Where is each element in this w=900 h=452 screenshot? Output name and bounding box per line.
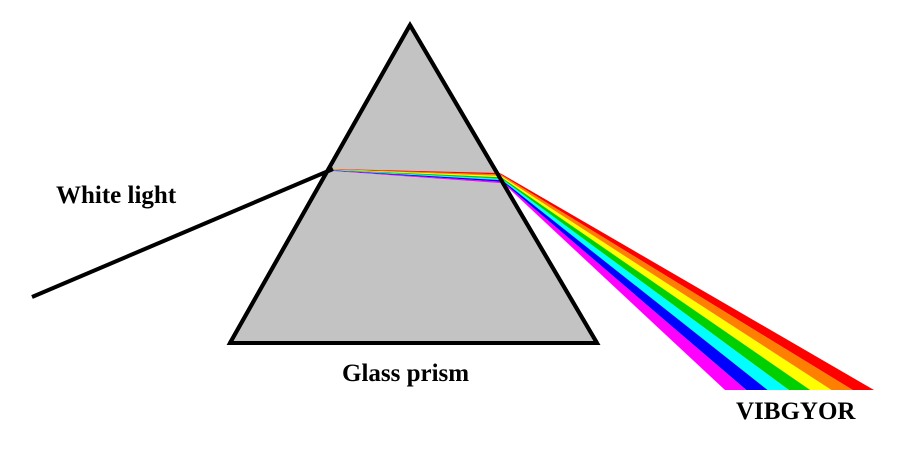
refracted-band xyxy=(333,169,500,179)
refracted-band xyxy=(333,170,500,181)
refracted-band xyxy=(333,170,500,182)
prism-right-edge xyxy=(408,23,599,345)
refracted-band xyxy=(333,170,500,183)
vibgyor-label: VIBGYOR xyxy=(736,398,856,425)
spectrum-band xyxy=(501,177,811,390)
white-light-label: White light xyxy=(56,182,177,209)
spectrum-band xyxy=(501,178,789,390)
refracted-band xyxy=(333,169,500,175)
refracted-beam xyxy=(333,169,500,183)
spectrum-band xyxy=(500,173,874,390)
spectrum-band xyxy=(500,175,832,390)
spectrum-band xyxy=(502,180,768,390)
spectrum-band xyxy=(500,174,853,390)
white-light-ray xyxy=(31,167,334,299)
prism-left-edge xyxy=(228,24,412,344)
glass-prism xyxy=(226,20,601,345)
dispersed-spectrum xyxy=(500,173,874,390)
glass-prism-label: Glass prism xyxy=(342,360,470,387)
refracted-band xyxy=(333,169,500,176)
refracted-band xyxy=(333,169,500,178)
spectrum-band xyxy=(502,181,747,390)
